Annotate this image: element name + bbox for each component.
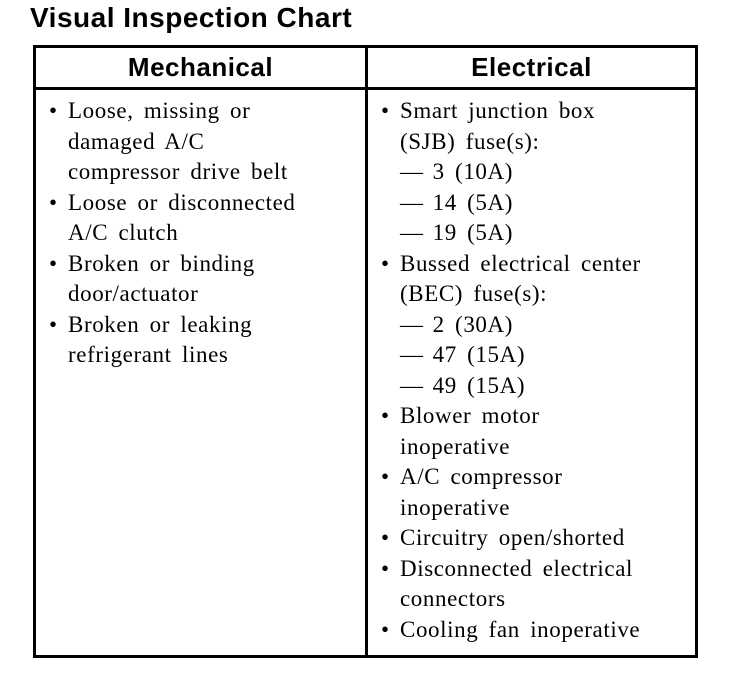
list-item-body: Cooling fan inoperative (400, 615, 691, 646)
electrical-column-header: Electrical (368, 48, 695, 90)
dash-glyph: — (400, 342, 424, 367)
bullet-glyph: • (49, 189, 58, 215)
bullet-glyph: • (381, 616, 390, 642)
dash-glyph: — (400, 189, 424, 215)
list-item-text: Broken or binding door/actuator (68, 250, 255, 307)
bullet-glyph: • (381, 403, 390, 428)
mechanical-column: Mechanical • Loose, missing or damaged A/… (36, 48, 368, 655)
bullet-glyph: • (381, 555, 390, 581)
fuse-sub-item: — 47 (15A) (400, 340, 691, 371)
list-item: • Broken or leaking refrigerant lines (49, 310, 361, 371)
list-item-body: Bussed electrical center (BEC) fuse(s):—… (400, 249, 691, 402)
list-item-body: Blower motor inoperative (400, 401, 691, 462)
electrical-column: Electrical • Smart junction box (SJB) fus… (368, 48, 695, 655)
dash-glyph: — (400, 311, 424, 337)
list-item: • Loose, missing or damaged A/C compresso… (49, 96, 361, 188)
dash-glyph: — (400, 159, 424, 184)
bullet-glyph: • (49, 98, 58, 123)
list-item: • Cooling fan inoperative (381, 615, 691, 646)
list-item-text: Cooling fan inoperative (400, 616, 641, 642)
fuse-sub-item: — 19 (5A) (400, 218, 691, 249)
bullet-glyph: • (381, 525, 390, 550)
bullet-glyph: • (381, 98, 390, 123)
bullet-glyph: • (49, 311, 58, 337)
list-item: • Blower motor inoperative (381, 401, 691, 462)
list-item-text: Bussed electrical center (BEC) fuse(s): (400, 250, 641, 307)
list-item-body: Disconnected electrical connectors (400, 554, 691, 615)
list-item-text: Disconnected electrical connectors (400, 555, 633, 612)
list-item: • Circuitry open/shorted (381, 523, 691, 554)
list-item: • Disconnected electrical connectors (381, 554, 691, 615)
mechanical-column-header: Mechanical (36, 48, 365, 90)
list-item-text: Circuitry open/shorted (400, 525, 625, 550)
list-item: • Bussed electrical center (BEC) fuse(s):… (381, 249, 691, 402)
list-item-body: Loose, missing or damaged A/C compressor… (68, 96, 361, 188)
list-item-text: A/C compressor inoperative (400, 464, 563, 520)
dash-glyph: — (400, 220, 424, 245)
visual-inspection-table: Mechanical • Loose, missing or damaged A/… (33, 45, 698, 658)
list-item: • Smart junction box (SJB) fuse(s): — 3 (10… (381, 96, 691, 249)
bullet-glyph: • (49, 250, 58, 276)
fuse-sub-item-text: 19 (5A) (432, 220, 513, 245)
fuse-sub-item-text: 14 (5A) (432, 189, 513, 215)
electrical-list: • Smart junction box (SJB) fuse(s): — 3 (10… (381, 96, 691, 645)
fuse-sub-item-text: 47 (15A) (432, 342, 526, 367)
bullet-glyph: • (381, 250, 390, 276)
fuse-sub-item: — 2 (30A) (400, 310, 691, 341)
fuse-sub-item-text: 49 (15A) (432, 372, 526, 398)
list-item-text: Broken or leaking refrigerant lines (68, 311, 253, 368)
list-item: • A/C compressor inoperative (381, 462, 691, 523)
list-item-body: Circuitry open/shorted (400, 523, 691, 554)
list-item-body: Broken or leaking refrigerant lines (68, 310, 361, 371)
fuse-sub-item: — 49 (15A) (400, 371, 691, 402)
mechanical-column-body: • Loose, missing or damaged A/C compresso… (36, 90, 365, 655)
list-item: • Broken or binding door/actuator (49, 249, 361, 310)
electrical-column-body: • Smart junction box (SJB) fuse(s): — 3 (10… (368, 90, 695, 655)
page-title: Visual Inspection Chart (30, 2, 353, 33)
list-item-body: Smart junction box (SJB) fuse(s): — 3 (10A… (400, 96, 691, 249)
list-item-text: Loose, missing or damaged A/C compressor… (68, 98, 288, 184)
fuse-sub-item: — 3 (10A) (400, 157, 691, 188)
list-item-text: Smart junction box (SJB) fuse(s): (400, 98, 596, 154)
mechanical-list: • Loose, missing or damaged A/C compresso… (49, 96, 361, 371)
list-item-text: Blower motor inoperative (400, 403, 540, 459)
list-item-body: Broken or binding door/actuator (68, 249, 361, 310)
fuse-sub-item-text: 2 (30A) (432, 311, 513, 337)
list-item-body: Loose or disconnected A/C clutch (68, 188, 361, 249)
dash-glyph: — (400, 372, 424, 398)
list-item-body: A/C compressor inoperative (400, 462, 691, 523)
list-item: • Loose or disconnected A/C clutch (49, 188, 361, 249)
list-item-text: Loose or disconnected A/C clutch (68, 189, 296, 246)
bullet-glyph: • (381, 464, 390, 489)
fuse-sub-item-text: 3 (10A) (432, 159, 513, 184)
fuse-sub-item: — 14 (5A) (400, 188, 691, 219)
